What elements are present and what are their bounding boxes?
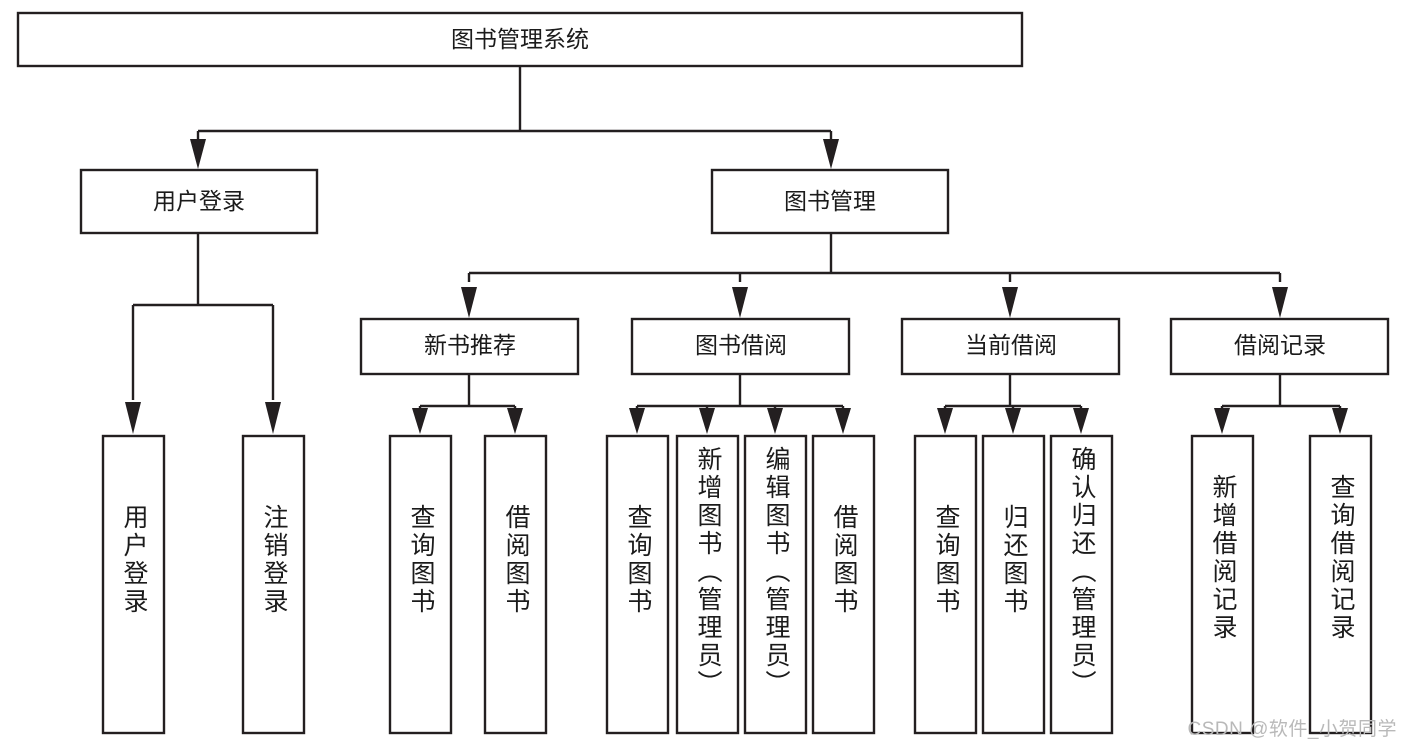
arrow-leaf-query-record	[1332, 408, 1348, 434]
arrow-leaf-query-book-2	[629, 408, 645, 434]
arrow-leaf-add-record	[1214, 408, 1230, 434]
node-user-login-label: 用户登录	[153, 188, 245, 214]
node-root[interactable]: 图书管理系统	[16, 11, 1024, 68]
node-borrow-record-box[interactable]	[1169, 317, 1390, 376]
node-leaf-query-book-1-box[interactable]	[388, 434, 453, 735]
node-new-book-recommend-box[interactable]	[359, 317, 580, 376]
arrow-leaf-query-book-3	[937, 408, 953, 434]
arrow-leaf-edit-book	[767, 408, 783, 434]
arrow-leaf-add-book	[699, 408, 715, 434]
node-leaf-edit-book-box[interactable]	[743, 434, 808, 735]
arrow-leaf-borrow-book-2	[835, 408, 851, 434]
arrow-leaf-logout	[265, 402, 281, 434]
node-root-box[interactable]	[16, 11, 1024, 68]
arrow-new-book-recommend	[461, 287, 477, 318]
node-new-book-recommend[interactable]: 新书推荐	[359, 317, 580, 376]
node-leaf-query-book-3-box[interactable]	[913, 434, 978, 735]
arrow-borrow-record	[1272, 287, 1288, 318]
arrow-leaf-borrow-book-1	[507, 408, 523, 434]
node-book-borrow-label: 图书借阅	[695, 332, 787, 358]
arrow-leaf-return-book	[1005, 408, 1021, 434]
node-leaf-query-book-2-box[interactable]	[605, 434, 670, 735]
node-leaf-add-book-box[interactable]	[675, 434, 740, 735]
arrow-leaf-user-login	[125, 402, 141, 434]
arrow-book-management	[823, 139, 839, 169]
arrow-user-login	[190, 139, 206, 169]
node-book-borrow-box[interactable]	[630, 317, 851, 376]
arrow-leaf-confirm-return	[1073, 408, 1089, 434]
node-leaf-return-book-box[interactable]	[981, 434, 1046, 735]
node-book-management-label: 图书管理	[784, 188, 876, 214]
node-book-management[interactable]: 图书管理	[710, 168, 950, 235]
node-current-borrow-box[interactable]	[900, 317, 1121, 376]
node-user-login-box[interactable]	[79, 168, 319, 235]
node-user-login[interactable]: 用户登录	[79, 168, 319, 235]
node-current-borrow[interactable]: 当前借阅	[900, 317, 1121, 376]
node-borrow-record-label: 借阅记录	[1234, 332, 1326, 358]
node-leaf-query-record-box[interactable]	[1308, 434, 1373, 735]
node-leaf-user-login-box[interactable]	[101, 434, 166, 735]
node-new-book-recommend-label: 新书推荐	[424, 332, 516, 358]
node-book-management-box[interactable]	[710, 168, 950, 235]
node-root-label: 图书管理系统	[451, 26, 589, 52]
node-book-borrow[interactable]: 图书借阅	[630, 317, 851, 376]
node-leaf-logout-box[interactable]	[241, 434, 306, 735]
node-current-borrow-label: 当前借阅	[965, 332, 1057, 358]
node-leaf-borrow-book-2-box[interactable]	[811, 434, 876, 735]
arrow-leaf-query-book-1	[412, 408, 428, 434]
node-leaf-borrow-book-1-box[interactable]	[483, 434, 548, 735]
node-leaf-confirm-return-box[interactable]	[1049, 434, 1114, 735]
arrow-book-borrow	[732, 287, 748, 318]
node-leaf-add-record-box[interactable]	[1190, 434, 1255, 735]
node-borrow-record[interactable]: 借阅记录	[1169, 317, 1390, 376]
arrow-current-borrow	[1002, 287, 1018, 318]
connectors	[125, 66, 1348, 434]
csdn-watermark: CSDN @软件_小贺同学	[1187, 719, 1397, 740]
